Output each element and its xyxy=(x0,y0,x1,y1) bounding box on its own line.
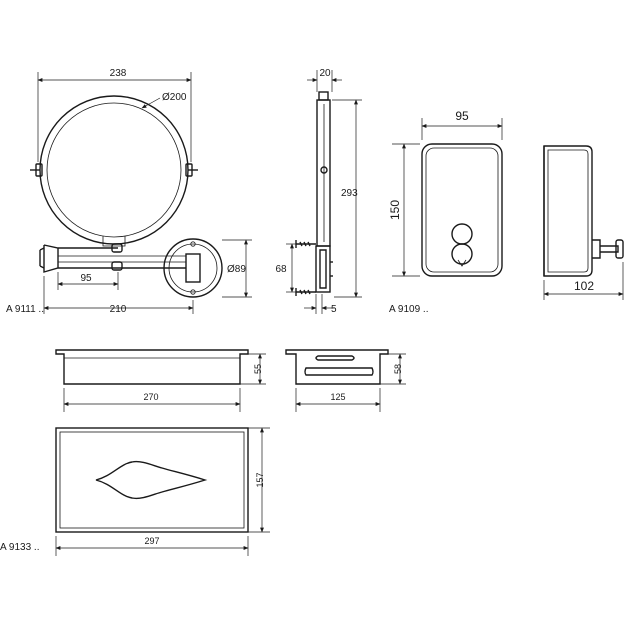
side-plate-label: 5 xyxy=(331,304,337,315)
tray-small-view: 58 125 xyxy=(285,349,406,412)
tissue-box-width-label: 297 xyxy=(144,536,159,546)
tissue-box-product-code: A 9133 .. xyxy=(0,542,39,553)
mirror-arm-label: 95 xyxy=(80,273,92,284)
side-height-label: 293 xyxy=(341,188,358,199)
tray-small-dimensions: 58 125 xyxy=(295,353,406,412)
tray-small-width-label: 125 xyxy=(330,392,345,402)
mirror-diameter-label: Ø200 xyxy=(162,92,187,103)
dispenser-front-view: 95 150 A 9109 .. xyxy=(388,109,503,315)
tissue-box-view: 157 297 A 9133 .. xyxy=(0,427,270,556)
dispenser-side-dimensions: 102 xyxy=(543,262,624,300)
mirror-front-view: 238 Ø200 Ø89 95 210 A 9111 .. xyxy=(6,68,252,315)
tray-large-width-label: 270 xyxy=(143,392,158,402)
mirror-product-code: A 9111 .. xyxy=(6,304,44,315)
side-depth-label: 20 xyxy=(319,68,331,79)
dispenser-dimensions: 95 150 xyxy=(388,109,503,277)
dispenser-side-view: 102 xyxy=(543,145,624,300)
mirror-side-view: 20 293 68 5 xyxy=(275,68,362,315)
tray-small-height-label: 58 xyxy=(393,364,403,374)
dispenser-height-label: 150 xyxy=(388,200,402,220)
dispenser-width-label: 95 xyxy=(455,109,469,123)
tissue-box-height-label: 157 xyxy=(255,472,265,487)
side-screw-spacing-label: 68 xyxy=(275,264,287,275)
mirror-plate-diameter-label: Ø89 xyxy=(227,264,246,275)
dispenser-product-code: A 9109 .. xyxy=(389,304,428,315)
mirror-width-label: 238 xyxy=(110,68,127,79)
mirror-dimensions: 238 Ø200 Ø89 95 210 xyxy=(37,68,252,315)
tray-large-dimensions: 55 270 xyxy=(63,353,266,412)
dispenser-depth-label: 102 xyxy=(574,279,594,293)
tray-large-view: 55 270 xyxy=(55,349,266,412)
tissue-box-dimensions: 157 297 xyxy=(55,427,270,556)
mirror-reach-label: 210 xyxy=(110,304,127,315)
mirror-side-dimensions: 20 293 68 5 xyxy=(275,68,362,315)
tray-large-height-label: 55 xyxy=(253,364,263,374)
